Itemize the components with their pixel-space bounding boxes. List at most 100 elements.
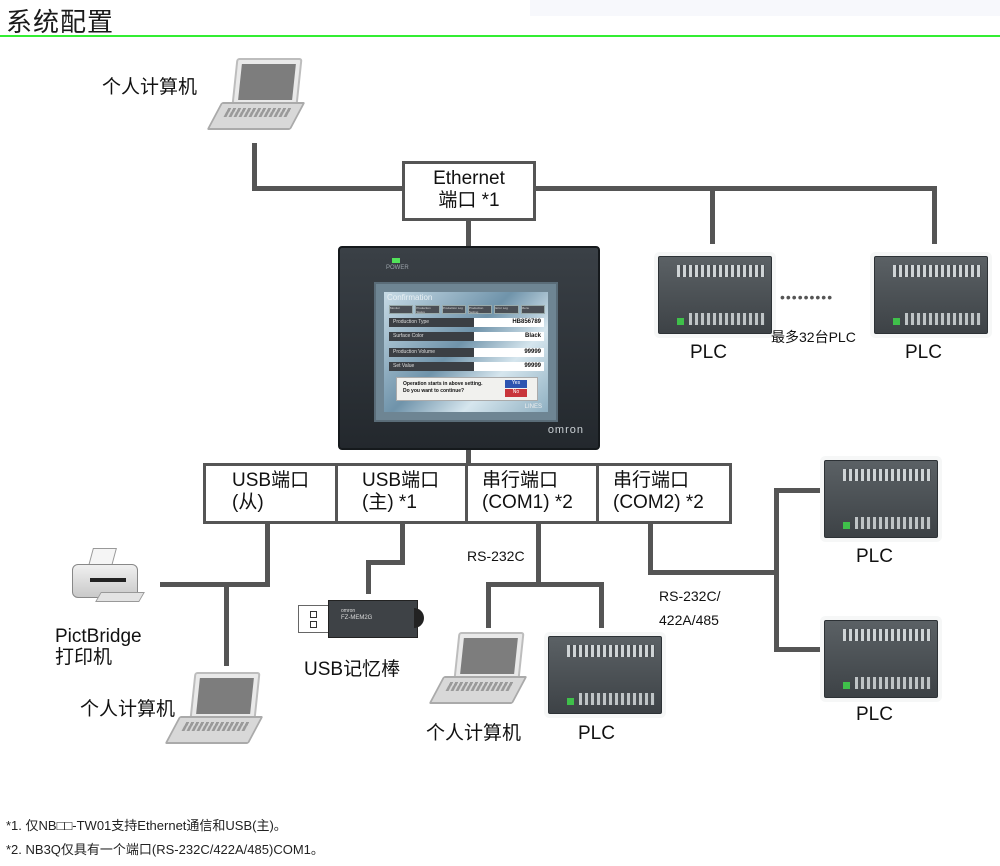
wire-segment	[466, 219, 471, 247]
screen-button: Monitor	[389, 305, 414, 314]
wire-segment	[774, 488, 779, 652]
wire-segment	[932, 186, 937, 244]
screen-row-key: Set Value	[389, 362, 475, 371]
screen-button: Production Log	[441, 305, 466, 314]
laptop-icon	[428, 632, 528, 704]
title-divider	[0, 35, 1000, 37]
port-line1: USB端口	[362, 470, 440, 491]
plc-icon	[548, 636, 662, 714]
wire-segment	[400, 522, 405, 564]
printer-label-line2: 打印机	[55, 647, 113, 668]
port-line2: (主) *1	[362, 492, 417, 513]
port-line1: 串行端口	[482, 470, 559, 491]
wire-segment	[534, 186, 937, 191]
screen-button: Error Log	[494, 305, 519, 314]
printer-icon	[68, 548, 145, 614]
screen-row-key: Production Volume	[389, 348, 475, 357]
plc-label: PLC	[905, 342, 942, 363]
usb-stick-icon: omron FZ-MEM2G	[298, 600, 424, 638]
dialog-yes-button: Yes	[505, 380, 527, 388]
plc-icon	[874, 256, 988, 334]
port-line2: (COM2) *2	[613, 492, 704, 513]
plc-label: PLC	[690, 342, 727, 363]
ellipsis-dots: •••••••••	[780, 289, 834, 305]
wire-segment	[252, 186, 404, 191]
port-line2: (COM1) *2	[482, 492, 573, 513]
screen-row-value: Black	[524, 333, 541, 339]
usb-stick-brand: omron	[341, 608, 356, 614]
wire-segment	[486, 582, 491, 628]
plc-label-com1: PLC	[578, 723, 615, 744]
lines-logo: LINES	[524, 404, 542, 410]
ethernet-port-line1: Ethernet	[433, 168, 505, 189]
hmi-device: POWER Confirmation Monitor Production St…	[338, 246, 600, 450]
wire-segment	[774, 488, 824, 493]
port-box-usb-slave: USB端口 (从)	[203, 463, 338, 524]
pc-label-com1: 个人计算机	[426, 723, 522, 744]
wire-segment	[774, 647, 824, 652]
com2-protocol-label: RS-232C/ 422A/485	[659, 584, 720, 632]
omron-logo: omron	[547, 424, 584, 436]
plc-label-com2-top: PLC	[856, 546, 893, 567]
wire-segment	[366, 560, 371, 594]
pc-label-top: 个人计算机	[102, 77, 198, 98]
wire-segment	[648, 570, 778, 575]
wire-segment	[486, 582, 604, 587]
wire-segment	[224, 582, 229, 666]
printer-label-line1: PictBridge	[55, 626, 142, 647]
plc-icon	[824, 460, 938, 538]
header-background	[530, 0, 1000, 16]
port-line2: (从)	[232, 492, 264, 513]
wire-segment	[648, 522, 653, 574]
footnote-2: *2. NB3Q仅具有一个端口(RS-232C/422A/485)COM1。	[6, 842, 324, 857]
usb-stick-model: FZ-MEM2G	[341, 615, 373, 621]
dialog-line1: Operation starts in above setting.	[403, 381, 483, 387]
screen-button: Production Setting	[467, 305, 493, 314]
dialog-line2: Do you want to continue?	[403, 388, 465, 394]
wire-segment	[466, 446, 471, 465]
footnote-1: *1. 仅NB□□-TW01支持Ethernet通信和USB(主)。	[6, 818, 287, 833]
plc-label-com2-bottom: PLC	[856, 704, 893, 725]
wire-segment	[536, 522, 541, 586]
screen-row-value: HB856789	[512, 319, 541, 325]
plc-count-note: 最多32台PLC	[771, 329, 856, 345]
screen-row: Surface Color Black	[389, 332, 544, 341]
rs232c-label: RS-232C	[467, 548, 525, 564]
screen-row-value: 99999	[524, 349, 541, 355]
power-label: POWER	[386, 265, 409, 271]
com2-protocol-line1: RS-232C/	[659, 588, 721, 604]
usb-stick-label: USB记忆棒	[304, 659, 401, 680]
port-box-usb-master: USB端口 (主) *1	[335, 463, 468, 524]
wire-segment	[160, 582, 270, 587]
screen-row: Production Type HB856789	[389, 318, 544, 327]
screen-dialog: Operation starts in above setting.Do you…	[396, 377, 538, 401]
wire-segment	[265, 522, 270, 586]
page-title: 系统配置	[6, 7, 115, 37]
laptop-icon	[206, 58, 306, 130]
port-line1: USB端口	[232, 470, 310, 491]
screen-title: Confirmation	[387, 293, 433, 302]
screen-button: Menu	[520, 305, 545, 314]
hmi-screen: Confirmation Monitor Production Status P…	[374, 282, 558, 422]
wire-segment	[252, 143, 257, 190]
wire-segment	[599, 582, 604, 628]
screen-button-row: Monitor Production Status Production Log…	[389, 305, 545, 314]
port-box-com2: 串行端口 (COM2) *2	[596, 463, 732, 524]
screen-row: Production Volume 99999	[389, 348, 544, 357]
com2-protocol-line2: 422A/485	[659, 612, 719, 628]
dialog-no-button: No	[505, 389, 527, 397]
printer-label: PictBridge 打印机	[55, 626, 142, 668]
plc-icon	[658, 256, 772, 334]
ethernet-port-box: Ethernet 端口 *1	[402, 161, 536, 221]
plc-icon	[824, 620, 938, 698]
port-box-com1: 串行端口 (COM1) *2	[465, 463, 599, 524]
screen-row-value: 99999	[524, 363, 541, 369]
power-led-icon	[392, 258, 400, 263]
pc-label-usb: 个人计算机	[80, 699, 176, 720]
screen-row: Set Value 99999	[389, 362, 544, 371]
wire-segment	[366, 560, 405, 565]
wire-segment	[710, 186, 715, 244]
port-line1: 串行端口	[613, 470, 690, 491]
screen-button: Production Status	[415, 305, 440, 314]
screen-row-key: Production Type	[389, 318, 475, 327]
